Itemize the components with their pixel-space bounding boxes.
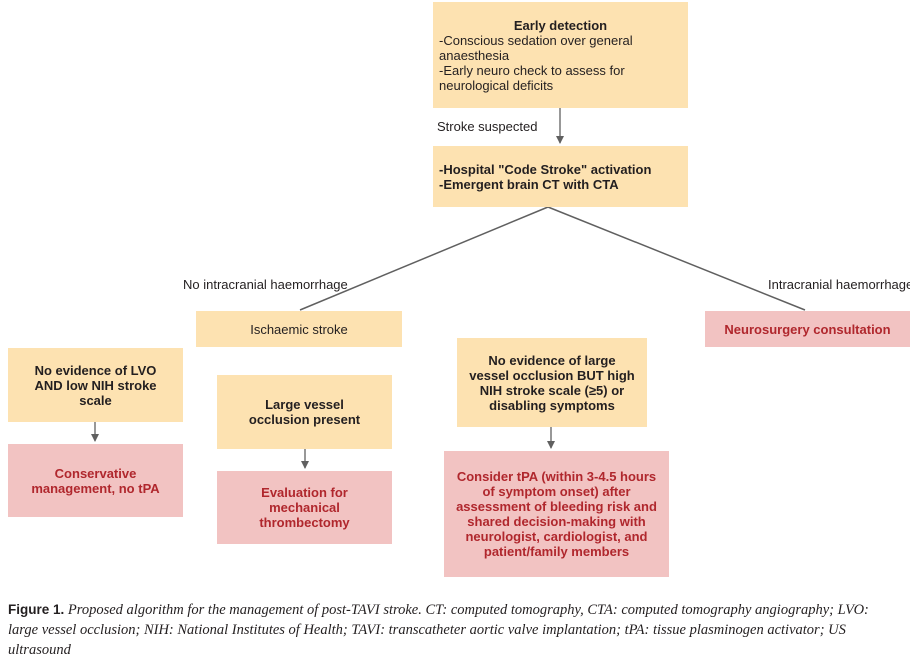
line-code-stroke-to-ischaemic — [299, 206, 549, 311]
conservative-management-box: Conservative management, no tPA — [8, 444, 183, 517]
no-lvo-high-nih-box: No evidence of large vessel occlusion BU… — [457, 338, 647, 427]
caption-text: Proposed algorithm for the management of… — [8, 602, 869, 658]
no-lvo-low-nih-box: No evidence of LVO AND low NIH stroke sc… — [8, 348, 183, 422]
early-detection-line-1: -Conscious sedation over general anaesth… — [439, 32, 633, 63]
early-detection-title: Early detection — [513, 17, 608, 33]
stroke-suspected-label: Stroke suspected — [437, 119, 538, 134]
code-stroke-line-1: -Hospital "Code Stroke" activation — [439, 161, 652, 177]
lvo-present-box: Large vessel occlusion present — [217, 375, 392, 449]
figure-caption: Figure 1. Proposed algorithm for the man… — [8, 600, 888, 660]
early-detection-line-2: -Early neuro check to assess for neurolo… — [439, 62, 625, 93]
mechanical-thrombectomy-box: Evaluation for mechanical thrombectomy — [217, 471, 392, 544]
caption-label: Figure 1. — [8, 602, 65, 617]
line-code-stroke-to-haemorrhage — [547, 206, 806, 311]
early-detection-box: Early detection -Conscious sedation over… — [433, 2, 688, 108]
no-haemorrhage-label: No intracranial haemorrhage — [183, 277, 348, 292]
consider-tpa-box: Consider tPA (within 3-4.5 hours of symp… — [444, 451, 669, 577]
code-stroke-line-2: -Emergent brain CT with CTA — [439, 176, 619, 192]
neurosurgery-consultation-box: Neurosurgery consultation — [705, 311, 910, 347]
ischaemic-stroke-box: Ischaemic stroke — [196, 311, 402, 347]
haemorrhage-label: Intracranial haemorrhage — [768, 277, 910, 292]
code-stroke-box: -Hospital "Code Stroke" activation -Emer… — [433, 146, 688, 207]
